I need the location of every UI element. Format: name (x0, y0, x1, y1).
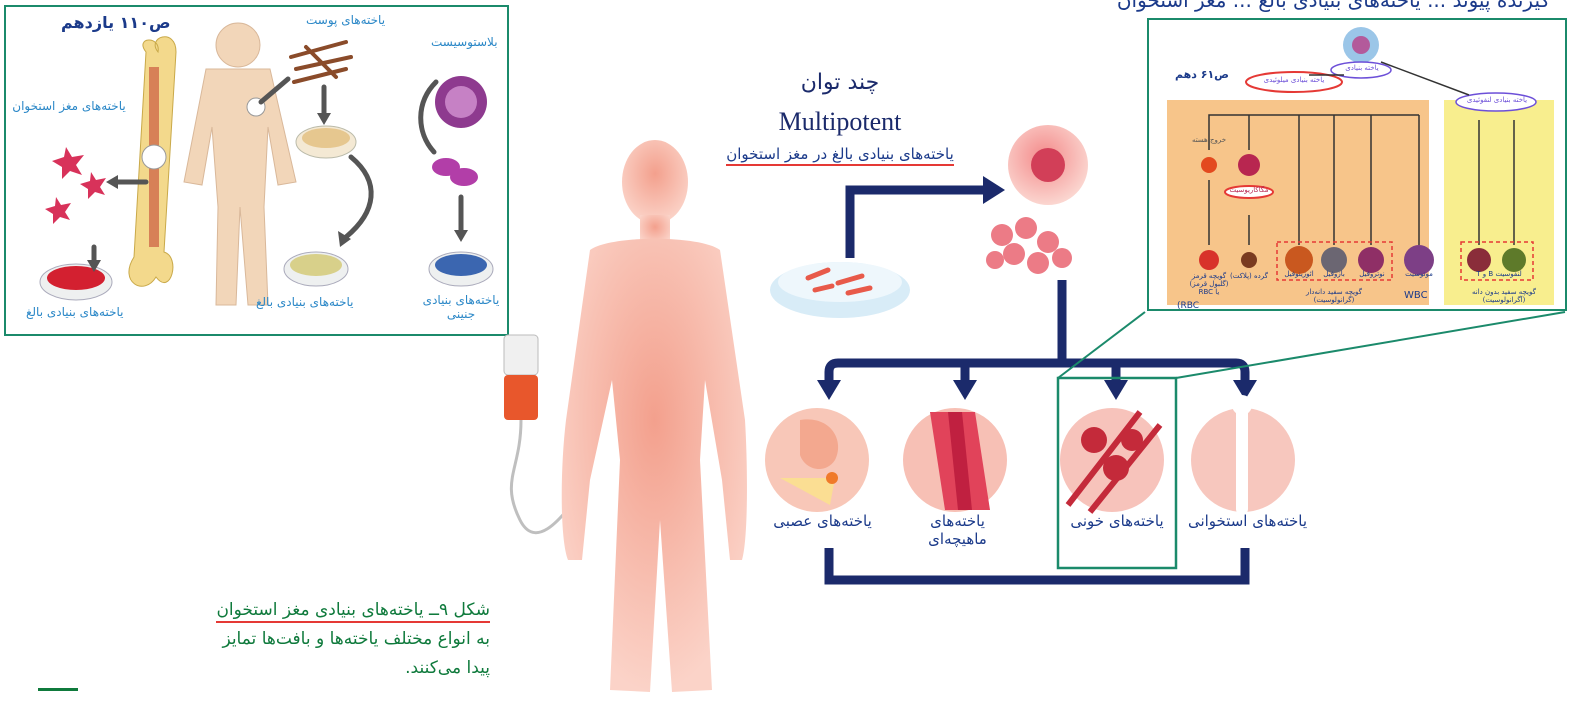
cell-label-neutrophil: نوتروفیل (1352, 270, 1392, 278)
caption-line-2: به انواع مختلف یاخته‌ها و بافت‌ها تمایز (150, 625, 490, 654)
figure-caption: شکل ۹ــ یاخته‌های بنیادی مغز استخوان به … (150, 596, 490, 683)
cell-label-basophil: بازوفیل (1314, 270, 1354, 278)
node-myeloid: یاخته بنیادی میلوئیدی (1249, 76, 1339, 84)
label-nerve-cells: یاخته‌های عصبی (755, 512, 890, 530)
cell-label-monocyte: مونوسیت (1397, 270, 1441, 278)
subtitle-adult-stem-cells: یاخته‌های بنیادی بالغ در مغز استخوان (700, 145, 980, 163)
right-inset-page-ref: ص۶۱ دهم (1175, 68, 1229, 81)
stem-cell (1008, 125, 1088, 205)
title-multipotent-en: Multipotent (750, 107, 930, 137)
group-granulocyte: گویچه سفید دانه‌دار (گرانولوسیت) (1289, 288, 1379, 304)
group-agranulocyte: گویچه سفید بدون دانه (آگرانولوسیت) (1459, 288, 1549, 304)
bottom-left-mark (38, 688, 78, 705)
rbc-mark: (RBC (1177, 301, 1199, 311)
cell-label-lymphocyte: لنفوسیت B و T (1464, 270, 1534, 278)
title-multipotent-fa: چند توان (760, 70, 920, 95)
right-inset-frame: (RBC WBC ص۶۱ دهم یاخته بنیادی یاخته بنیا… (1147, 18, 1567, 311)
label-muscle-cells: یاخته‌های ماهیچه‌ای (905, 512, 1010, 548)
node-root: یاخته بنیادی (1334, 64, 1390, 72)
label-bone-cells: یاخته‌های استخوانی (1180, 512, 1315, 530)
node-lymphoid: یاخته بنیادی لنفوئیدی (1457, 96, 1537, 104)
node-megakaryocyte: مگاکاریوسیت (1225, 186, 1273, 194)
blood-cells-icon (1060, 408, 1164, 512)
nerve-cells-icon (765, 408, 869, 512)
cell-cluster (986, 217, 1072, 274)
node-reticulocyte: خروج هسته (1185, 136, 1233, 144)
petri-dish-cells (770, 262, 910, 318)
cell-label-rbc: گویچه قرمز (گلبول قرمز) یا RBC (1187, 272, 1231, 296)
cell-label-platelet: گرده (پلاکت) (1229, 272, 1269, 280)
muscle-cells-icon (903, 408, 1007, 512)
human-body (562, 140, 747, 692)
bone-cells-icon (1191, 395, 1295, 515)
label-blood-cells: یاخته‌های خونی (1062, 512, 1172, 530)
wbc-mark: WBC (1404, 290, 1428, 301)
caption-line-1: شکل ۹ــ یاخته‌های بنیادی مغز استخوان (150, 596, 490, 625)
caption-line-3: پیدا می‌کنند. (150, 654, 490, 683)
distribution-arrows (829, 280, 1245, 580)
